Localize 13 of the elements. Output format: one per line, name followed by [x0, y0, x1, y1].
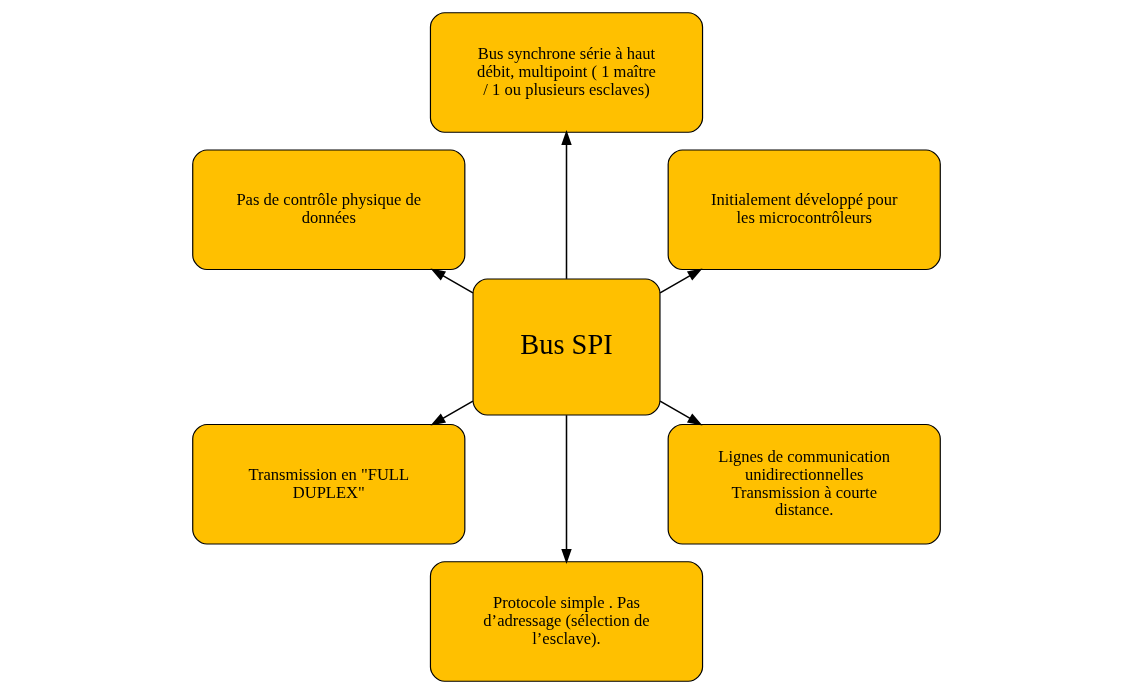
arrow — [658, 400, 702, 426]
arrow — [430, 400, 474, 426]
node-box: Bus synchrone série à haut débit, multipoint ( 1 maître / 1 ou plusieurs esclaves) — [429, 12, 703, 133]
arrow — [560, 414, 572, 564]
node-box: Protocole simple . Pas d’adressage (sélection de l’esclave). — [429, 561, 703, 682]
arrow — [658, 268, 702, 294]
arrow — [430, 268, 474, 294]
node-box: Lignes de communication unidirectionnelles Transmission à courte distance. — [667, 423, 941, 545]
node-box: Initialement développé pour les microcontrôleurs — [667, 149, 941, 271]
node-box: Pas de contrôle physique de données — [191, 149, 465, 271]
node-box: Bus SPI — [471, 278, 661, 416]
arrow — [560, 130, 572, 280]
node-box: Transmission en "FULL DUPLEX" — [191, 423, 465, 545]
